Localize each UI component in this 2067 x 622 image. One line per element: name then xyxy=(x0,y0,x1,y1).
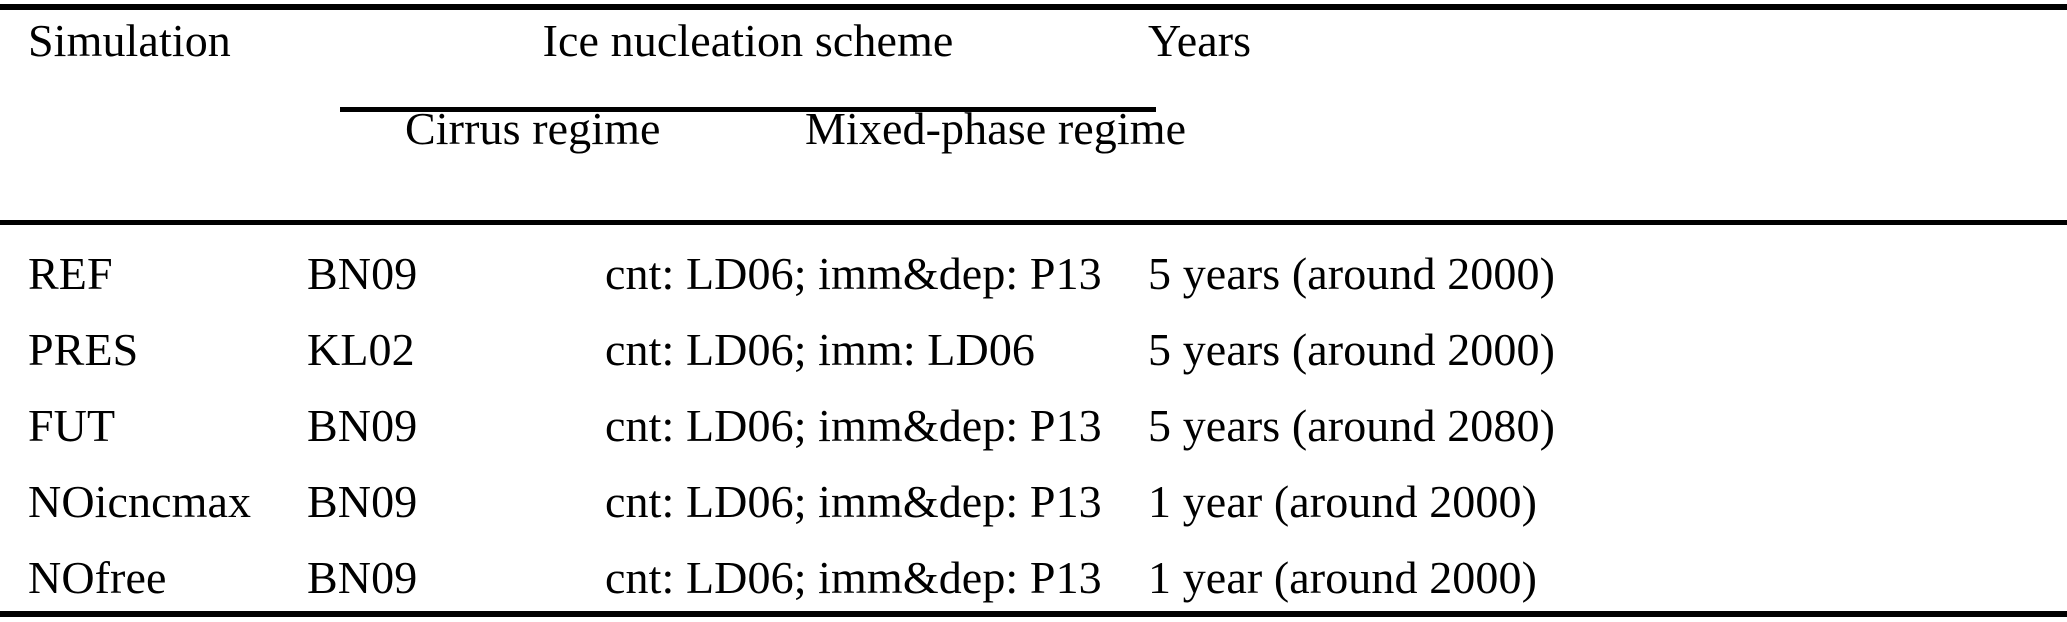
column-header-years: Years xyxy=(1148,15,1252,66)
table-row: cnt: LD06; imm&dep: P13 xyxy=(605,476,1102,527)
table-row: BN09 xyxy=(307,248,418,299)
table-row: NOfree xyxy=(28,552,167,603)
column-header-simulation: Simulation xyxy=(28,15,231,66)
column-subheader-mixed-phase-regime: Mixed-phase regime xyxy=(805,103,1187,154)
column-subheader-cirrus-regime: Cirrus regime xyxy=(405,103,661,154)
table-top-rule xyxy=(0,4,2067,10)
table-row: cnt: LD06; imm&dep: P13 xyxy=(605,400,1102,451)
table-row: PRES xyxy=(28,324,139,375)
table-row: cnt: LD06; imm: LD06 xyxy=(605,324,1036,375)
table-row: BN09 xyxy=(307,476,418,527)
column-group-header-ice-nucleation-scheme: Ice nucleation scheme xyxy=(542,15,954,66)
table-row: cnt: LD06; imm&dep: P13 xyxy=(605,248,1102,299)
table-row: BN09 xyxy=(307,400,418,451)
scheme-group-span-rule xyxy=(340,107,1156,112)
table-row: NOicncmax xyxy=(28,476,252,527)
header-body-rule xyxy=(0,220,2067,225)
table-row: REF xyxy=(28,248,113,299)
table-row: KL02 xyxy=(307,324,415,375)
table-row: BN09 xyxy=(307,552,418,603)
table-row: FUT xyxy=(28,400,116,451)
table-row: 1 year (around 2000) xyxy=(1148,552,1538,603)
table-row: cnt: LD06; imm&dep: P13 xyxy=(605,552,1102,603)
table-row: 5 years (around 2080) xyxy=(1148,400,1556,451)
table-row: 5 years (around 2000) xyxy=(1148,324,1556,375)
table-row: 1 year (around 2000) xyxy=(1148,476,1538,527)
table-bottom-rule xyxy=(0,611,2067,617)
table-row: 5 years (around 2000) xyxy=(1148,248,1556,299)
